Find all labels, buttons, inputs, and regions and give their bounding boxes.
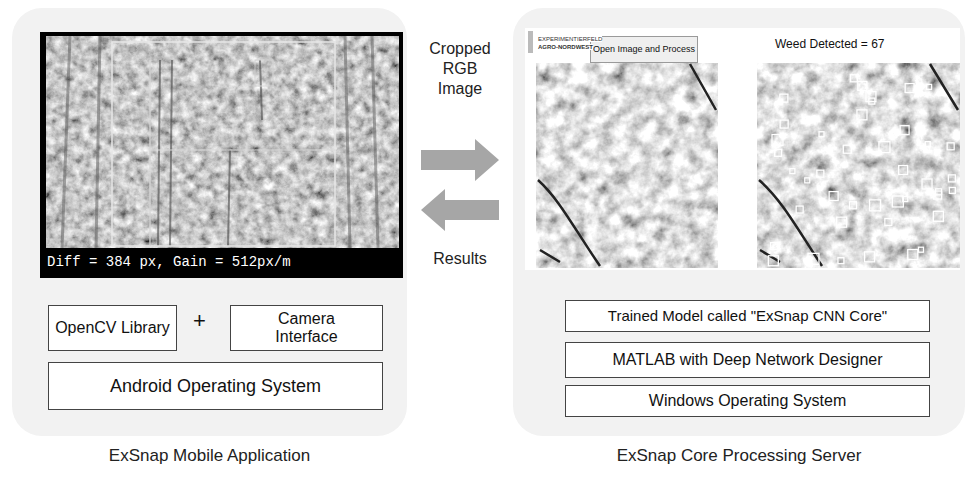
box-label: OpenCV Library <box>55 319 170 337</box>
detection-count: Weed Detected = 67 <box>775 37 885 51</box>
detection-marker <box>829 192 838 201</box>
plus-sign: + <box>193 308 206 334</box>
camera-preview <box>40 32 403 278</box>
system-panel: ExSnap Mobile ApplicationOpenCV LibraryC… <box>12 8 407 436</box>
block-arrow <box>421 189 499 231</box>
detection-marker <box>949 187 955 193</box>
detection-marker <box>879 142 890 153</box>
detection-marker <box>837 217 847 227</box>
detection-marker <box>790 169 795 174</box>
system-panel: ExSnap Core Processing ServerOpen Image … <box>513 8 965 436</box>
edge-label: Results <box>415 249 505 269</box>
detection-marker <box>870 200 881 211</box>
layer-box: Trained Model called "ExSnap CNN Core" <box>565 300 930 332</box>
detection-marker <box>850 75 857 82</box>
detection-marker <box>865 252 875 262</box>
edge-label: Cropped RGB Image <box>424 39 496 99</box>
detection-marker <box>927 84 932 89</box>
detection-marker <box>771 243 778 250</box>
detection-marker <box>918 247 923 252</box>
detection-marker <box>903 197 908 202</box>
detection-marker <box>858 81 867 90</box>
detection-marker <box>849 202 856 209</box>
logo-text: AGRO-NORDWEST <box>538 44 593 50</box>
detection-marker <box>772 135 783 146</box>
detection-marker <box>780 120 788 128</box>
block-arrow <box>421 139 499 181</box>
detection-marker <box>908 250 918 260</box>
panel-heading: ExSnap Core Processing Server <box>513 446 965 466</box>
panel-heading: ExSnap Mobile Application <box>12 446 407 466</box>
detection-marker <box>843 145 851 153</box>
detection-marker <box>780 94 788 102</box>
detection-marker <box>796 206 803 213</box>
detection-marker <box>936 189 942 195</box>
detection-marker <box>768 256 778 266</box>
layer-box: Android Operating System <box>48 362 383 410</box>
detection-marker <box>805 178 810 183</box>
layer-box: Windows Operating System <box>565 385 930 417</box>
box-label: Camera Interface <box>262 310 352 347</box>
detection-marker <box>819 132 824 137</box>
detection-marker <box>934 191 942 199</box>
ui-button: Open Image and Process <box>590 36 698 63</box>
detection-marker <box>933 211 943 221</box>
measurement-readout: Diff = 384 px, Gain = 512px/m <box>47 254 291 270</box>
detection-marker <box>922 179 932 189</box>
detection-marker <box>775 149 782 156</box>
detection-marker <box>817 170 824 177</box>
detection-marker <box>948 175 955 182</box>
detection-marker <box>838 258 844 264</box>
detection-marker <box>925 142 930 147</box>
detection-marker <box>892 196 903 207</box>
detection-marker <box>869 98 875 104</box>
detection-marker <box>866 92 876 102</box>
box-label: Windows Operating System <box>649 392 846 410</box>
logo-text: EXPERIMENTIERFELD <box>538 36 602 42</box>
box-label: Android Operating System <box>110 376 321 397</box>
detection-marker <box>900 126 909 135</box>
detection-marker <box>899 166 908 175</box>
box-label: Open Image and Process <box>593 44 695 54</box>
layer-box: MATLAB with Deep Network Designer <box>565 342 930 378</box>
server-screenshot <box>525 28 960 270</box>
detection-marker <box>905 84 914 93</box>
detection-marker <box>808 253 819 264</box>
layer-box: Camera Interface <box>230 305 383 351</box>
detection-marker <box>885 218 892 225</box>
box-label: Trained Model called "ExSnap CNN Core" <box>608 307 887 324</box>
layer-box: OpenCV Library <box>48 305 177 351</box>
detection-marker <box>857 110 867 120</box>
detection-marker <box>947 143 954 150</box>
box-label: MATLAB with Deep Network Designer <box>612 351 882 369</box>
